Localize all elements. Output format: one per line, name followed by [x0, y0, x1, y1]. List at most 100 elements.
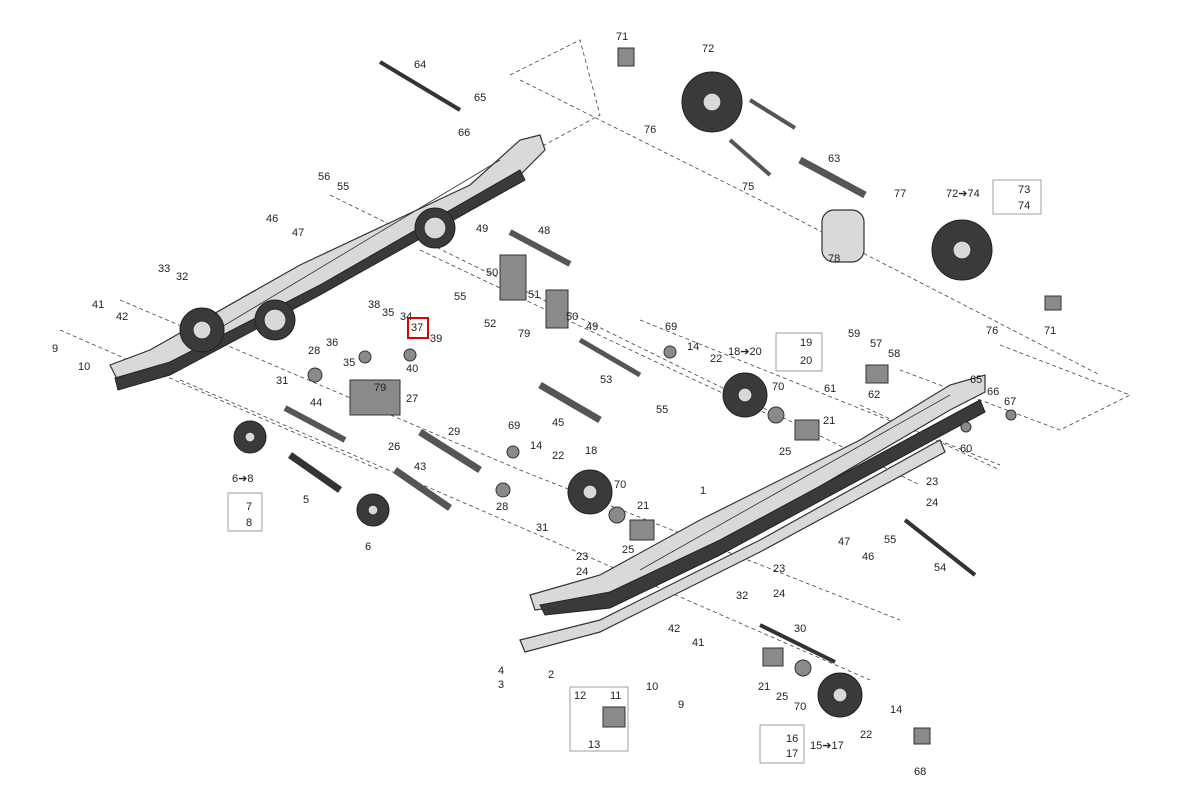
- callout-53: 53: [600, 374, 612, 386]
- callout-75: 75: [742, 181, 754, 193]
- callout-16: 16: [786, 733, 798, 745]
- callout-78: 78: [828, 253, 840, 265]
- callout-68: 68: [914, 766, 926, 778]
- callout-41-a: 41: [92, 299, 104, 311]
- callout-6-to-8: 6➔8: [232, 473, 253, 485]
- callout-58: 58: [888, 348, 900, 360]
- callout-66-b: 66: [987, 386, 999, 398]
- callout-79-a: 79: [518, 328, 530, 340]
- callout-62: 62: [868, 389, 880, 401]
- callout-14-a: 14: [687, 341, 699, 353]
- callout-76-a: 76: [644, 124, 656, 136]
- callout-20: 20: [800, 355, 812, 367]
- callout-63: 63: [828, 153, 840, 165]
- callout-8: 8: [246, 517, 252, 529]
- callout-50-b: 50: [566, 311, 578, 323]
- callout-48: 48: [538, 225, 550, 237]
- callout-60: 60: [960, 443, 972, 455]
- callout-21-b: 21: [823, 415, 835, 427]
- callout-14-b: 14: [530, 440, 542, 452]
- callout-52: 52: [484, 318, 496, 330]
- callout-65-a: 65: [474, 92, 486, 104]
- callout-9-right: 9: [678, 699, 684, 711]
- callout-35-a: 35: [382, 307, 394, 319]
- callout-26: 26: [388, 441, 400, 453]
- callout-55-d: 55: [884, 534, 896, 546]
- idler-wheels: [233, 71, 993, 718]
- callout-22-c: 22: [860, 729, 872, 741]
- callout-boxes: [227, 179, 1042, 764]
- callout-15-to-17: 15➔17: [810, 740, 844, 752]
- callout-76-b: 76: [986, 325, 998, 337]
- callout-59: 59: [848, 328, 860, 340]
- callout-39: 39: [430, 333, 442, 345]
- callout-9-left: 9: [52, 343, 58, 355]
- callout-4: 4: [498, 665, 504, 677]
- callout-labels: 1 2 3 4 5 6 6➔8 7 8 9 9 10 10 11 12 13 1…: [52, 31, 1056, 778]
- callout-22-b: 22: [552, 450, 564, 462]
- callout-70-a: 70: [772, 381, 784, 393]
- callout-21-c: 21: [758, 681, 770, 693]
- callout-50-a: 50: [486, 267, 498, 279]
- callout-46-a: 46: [266, 213, 278, 225]
- callout-12: 12: [574, 690, 586, 702]
- callout-33: 33: [158, 263, 170, 275]
- callout-6: 6: [365, 541, 371, 553]
- callout-40: 40: [406, 363, 418, 375]
- callout-2: 2: [548, 669, 554, 681]
- callout-65-b: 65: [970, 374, 982, 386]
- callout-37: 37: [411, 322, 423, 334]
- callout-73: 73: [1018, 184, 1030, 196]
- callout-36: 36: [326, 337, 338, 349]
- callout-49-a: 49: [476, 223, 488, 235]
- callout-67: 67: [1004, 396, 1016, 408]
- callout-14-c: 14: [890, 704, 902, 716]
- callout-22-a: 22: [710, 353, 722, 365]
- callout-44: 44: [310, 397, 322, 409]
- small-hardware: [307, 47, 1062, 745]
- callout-43: 43: [414, 461, 426, 473]
- callout-23-c: 23: [926, 476, 938, 488]
- callout-31-a: 31: [276, 375, 288, 387]
- callout-34: 34: [400, 311, 412, 323]
- callout-17: 17: [786, 748, 798, 760]
- callout-51: 51: [528, 289, 540, 301]
- callout-11: 11: [610, 690, 621, 702]
- callout-10-right: 10: [646, 681, 658, 693]
- callout-64: 64: [414, 59, 426, 71]
- callout-72-to-74: 72➔74: [946, 188, 980, 200]
- left-rail-wheels: [179, 207, 456, 353]
- shafts: [283, 60, 977, 664]
- callout-66-a: 66: [458, 127, 470, 139]
- callout-24-c: 24: [926, 497, 938, 509]
- callout-74: 74: [1018, 200, 1030, 212]
- callout-23-a: 23: [576, 551, 588, 563]
- callout-3: 3: [498, 679, 504, 691]
- callout-13: 13: [588, 739, 600, 751]
- callout-77: 77: [894, 188, 906, 200]
- callout-32-b: 32: [736, 590, 748, 602]
- callout-42-a: 42: [116, 311, 128, 323]
- callout-7: 7: [246, 501, 252, 513]
- callout-71-right: 71: [1044, 325, 1056, 337]
- callout-42-b: 42: [668, 623, 680, 635]
- callout-79-b: 79: [374, 382, 386, 394]
- callout-18: 18: [585, 445, 597, 457]
- callout-30: 30: [794, 623, 806, 635]
- callout-38: 38: [368, 299, 380, 311]
- callout-72: 72: [702, 43, 714, 55]
- callout-55-b: 55: [454, 291, 466, 303]
- callout-29: 29: [448, 426, 460, 438]
- callout-28-a: 28: [308, 345, 320, 357]
- callout-21-a: 21: [637, 500, 649, 512]
- callout-45: 45: [552, 417, 564, 429]
- callout-46-b: 46: [862, 551, 874, 563]
- callout-18-to-20: 18➔20: [728, 346, 762, 358]
- callout-24-a: 24: [576, 566, 588, 578]
- callout-49-b: 49: [586, 321, 598, 333]
- callout-41-b: 41: [692, 637, 704, 649]
- callout-25-a: 25: [622, 544, 634, 556]
- callout-32-a: 32: [176, 271, 188, 283]
- callout-70-b: 70: [614, 479, 626, 491]
